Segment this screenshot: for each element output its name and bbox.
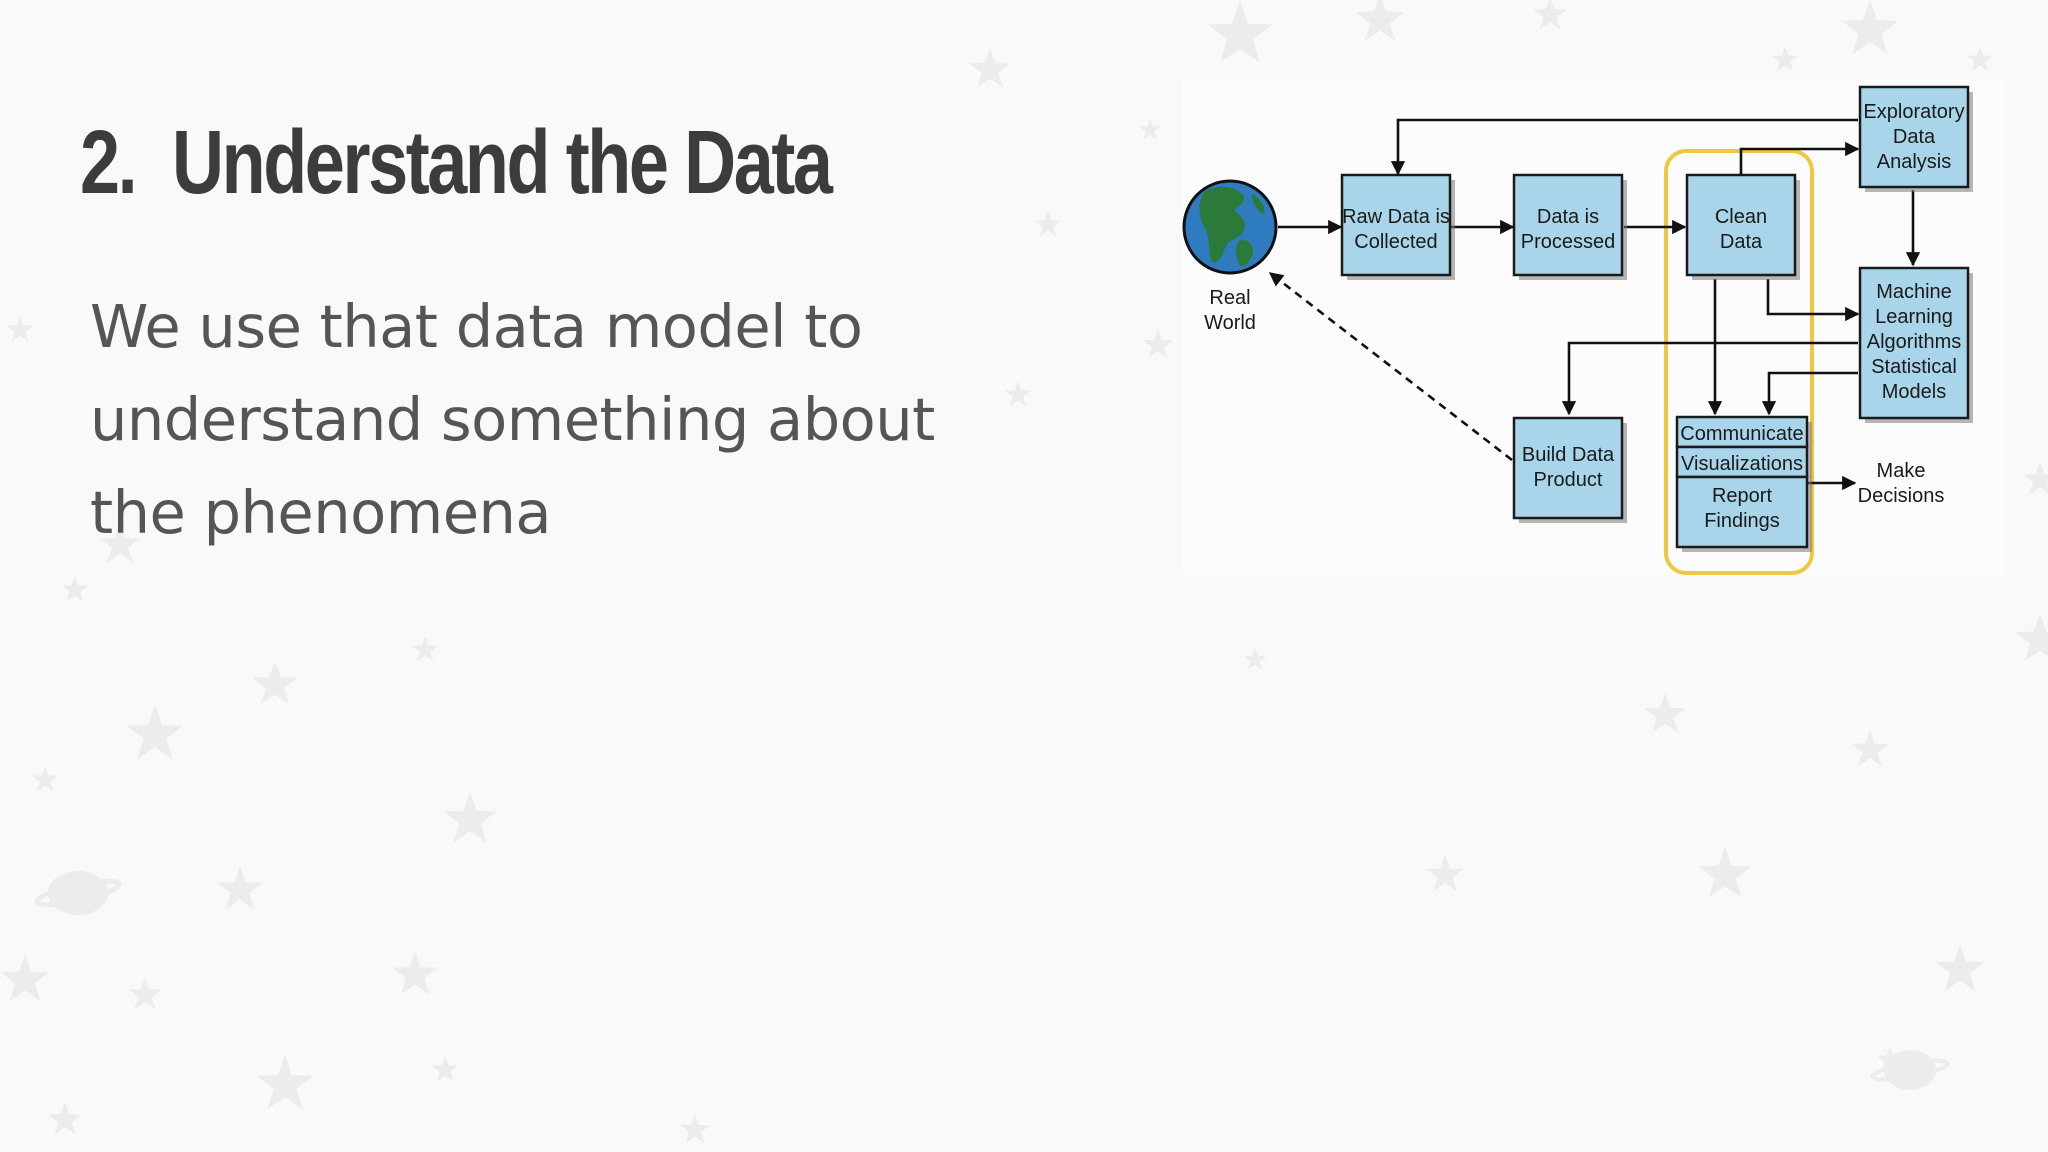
decisions-label-1: Make — [1877, 460, 1926, 482]
eda-box: Exploratory Data Analysis — [1858, 85, 1973, 192]
ml-label-3: Algorithms — [1867, 331, 1961, 353]
communicate-stack: Communicate Visualizations Report Findin… — [1675, 415, 1812, 552]
build-product-label-1: Build Data — [1522, 444, 1615, 466]
title-number: 2. — [80, 113, 138, 213]
processed-box: Data is Processed — [1512, 173, 1627, 280]
visualizations-label: Visualizations — [1681, 453, 1803, 475]
globe-icon — [1182, 179, 1278, 275]
ml-label-4: Statistical — [1871, 356, 1957, 378]
slide-title: 2. Understand the Data — [80, 112, 833, 215]
decisions-label-2: Decisions — [1858, 485, 1945, 507]
raw-data-box: Raw Data is Collected — [1340, 173, 1455, 280]
eda-label-3: Analysis — [1877, 151, 1951, 173]
communicate-label: Communicate — [1680, 423, 1803, 445]
report-label-1: Report — [1712, 485, 1772, 507]
ml-label-5: Models — [1882, 381, 1946, 403]
real-world-label-1: Real — [1209, 287, 1250, 309]
processed-label-2: Processed — [1521, 231, 1616, 253]
highlight-box — [1664, 149, 1814, 575]
title-text: Understand the Data — [172, 113, 833, 213]
real-world-label-2: World — [1204, 312, 1256, 334]
ml-box: Machine Learning Algorithms Statistical … — [1858, 266, 1973, 423]
build-product-label-2: Product — [1534, 469, 1603, 491]
raw-data-label-1: Raw Data is — [1342, 206, 1450, 228]
clean-data-label-1: Clean — [1715, 206, 1767, 228]
raw-data-label-2: Collected — [1354, 231, 1437, 253]
ml-label-2: Learning — [1875, 306, 1953, 328]
processed-label-1: Data is — [1537, 206, 1599, 228]
body-text: We use that data model to understand som… — [90, 292, 935, 547]
clean-data-label-2: Data — [1720, 231, 1763, 253]
connector-lines — [1268, 118, 1921, 491]
eda-label-2: Data — [1893, 126, 1936, 148]
eda-label-1: Exploratory — [1863, 101, 1964, 123]
clean-data-box: Clean Data — [1685, 173, 1800, 280]
report-label-2: Findings — [1704, 510, 1780, 532]
build-product-box: Build Data Product — [1512, 416, 1627, 523]
data-science-process-diagram: Real World Raw Data is Collected Data is… — [1182, 80, 2004, 575]
ml-label-1: Machine — [1876, 281, 1952, 303]
